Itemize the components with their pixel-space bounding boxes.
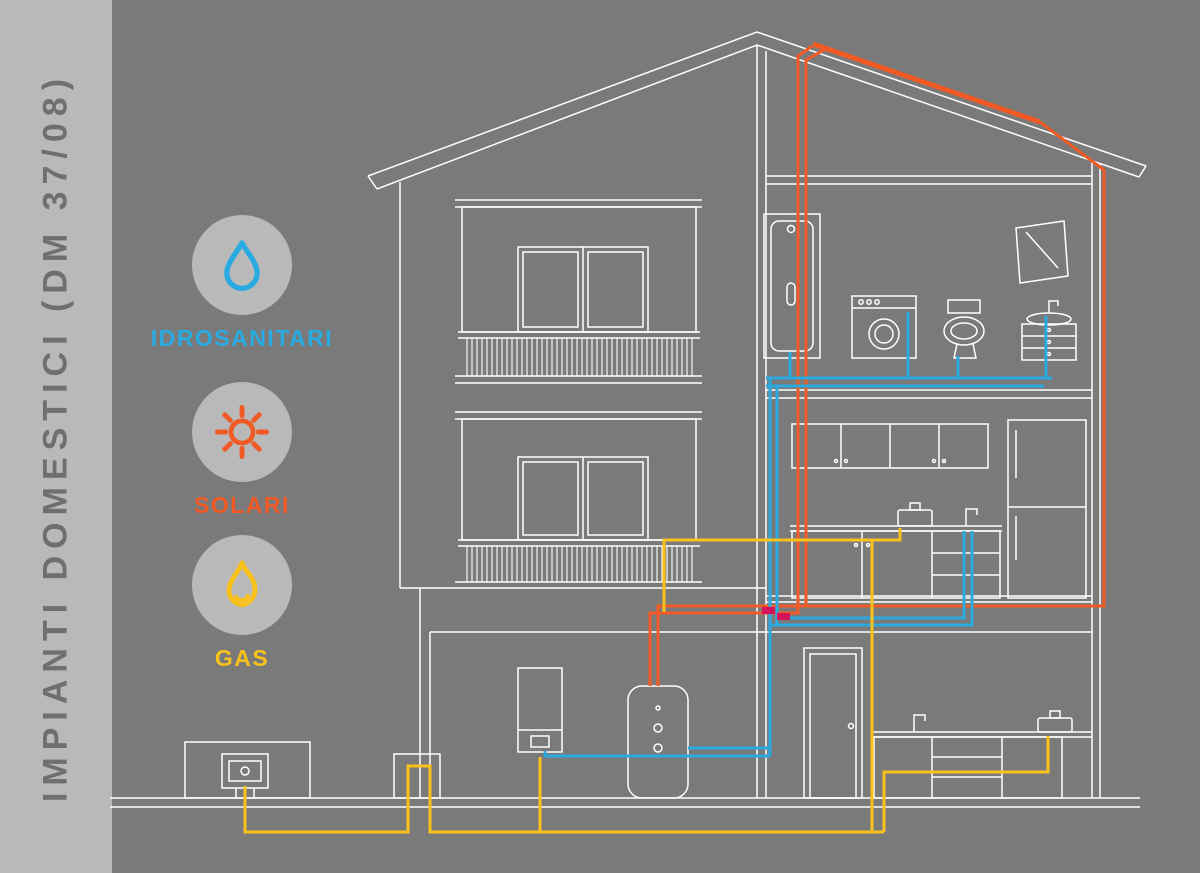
legend-item-solari: SOLARI: [112, 382, 372, 519]
mirror: [1015, 220, 1069, 284]
flame-icon: [192, 535, 292, 635]
basement: [517, 647, 1092, 799]
kitchen-main: [790, 419, 1087, 599]
toilet: [943, 299, 985, 359]
kitchen-counter: [790, 525, 1002, 599]
basement-kitchen: [872, 710, 1092, 799]
kitchen-faucet: [965, 508, 978, 526]
solar-collector: [812, 41, 1041, 125]
legend-item-gas: GAS: [112, 535, 372, 672]
walls-floors: [393, 45, 1101, 799]
roof: [367, 31, 1147, 190]
bathroom: [763, 213, 1077, 361]
legend: IDROSANITARI SO: [112, 0, 372, 873]
wall-cabinets: [791, 423, 989, 469]
distribution-manifold: [762, 607, 790, 620]
legend-label-solari: SOLARI: [194, 492, 290, 518]
sun-icon: [192, 382, 292, 482]
basement-door: [803, 647, 863, 799]
page-title: IMPIANTI DOMESTICI (DM 37/08): [36, 71, 75, 802]
legend-label-idrosanitari: IDROSANITARI: [150, 325, 334, 351]
washing-machine: [851, 295, 917, 359]
shower: [763, 213, 821, 359]
solar-pipes: [648, 41, 1106, 686]
water-pipes: [543, 312, 1052, 758]
facade-window-lower: [455, 411, 702, 583]
title-strip: IMPIANTI DOMESTICI (DM 37/08): [0, 0, 112, 873]
legend-item-idrosanitari: IDROSANITARI: [112, 215, 372, 352]
bathroom-sink: [1021, 300, 1077, 361]
legend-label-gas: GAS: [214, 645, 270, 671]
facade-window-upper: [455, 199, 702, 384]
stove-pot: [897, 502, 933, 527]
water-heater-tank: [627, 685, 689, 799]
tall-cabinet: [1007, 419, 1087, 599]
gas-boiler: [517, 667, 563, 753]
water-drop-icon: [192, 215, 292, 315]
